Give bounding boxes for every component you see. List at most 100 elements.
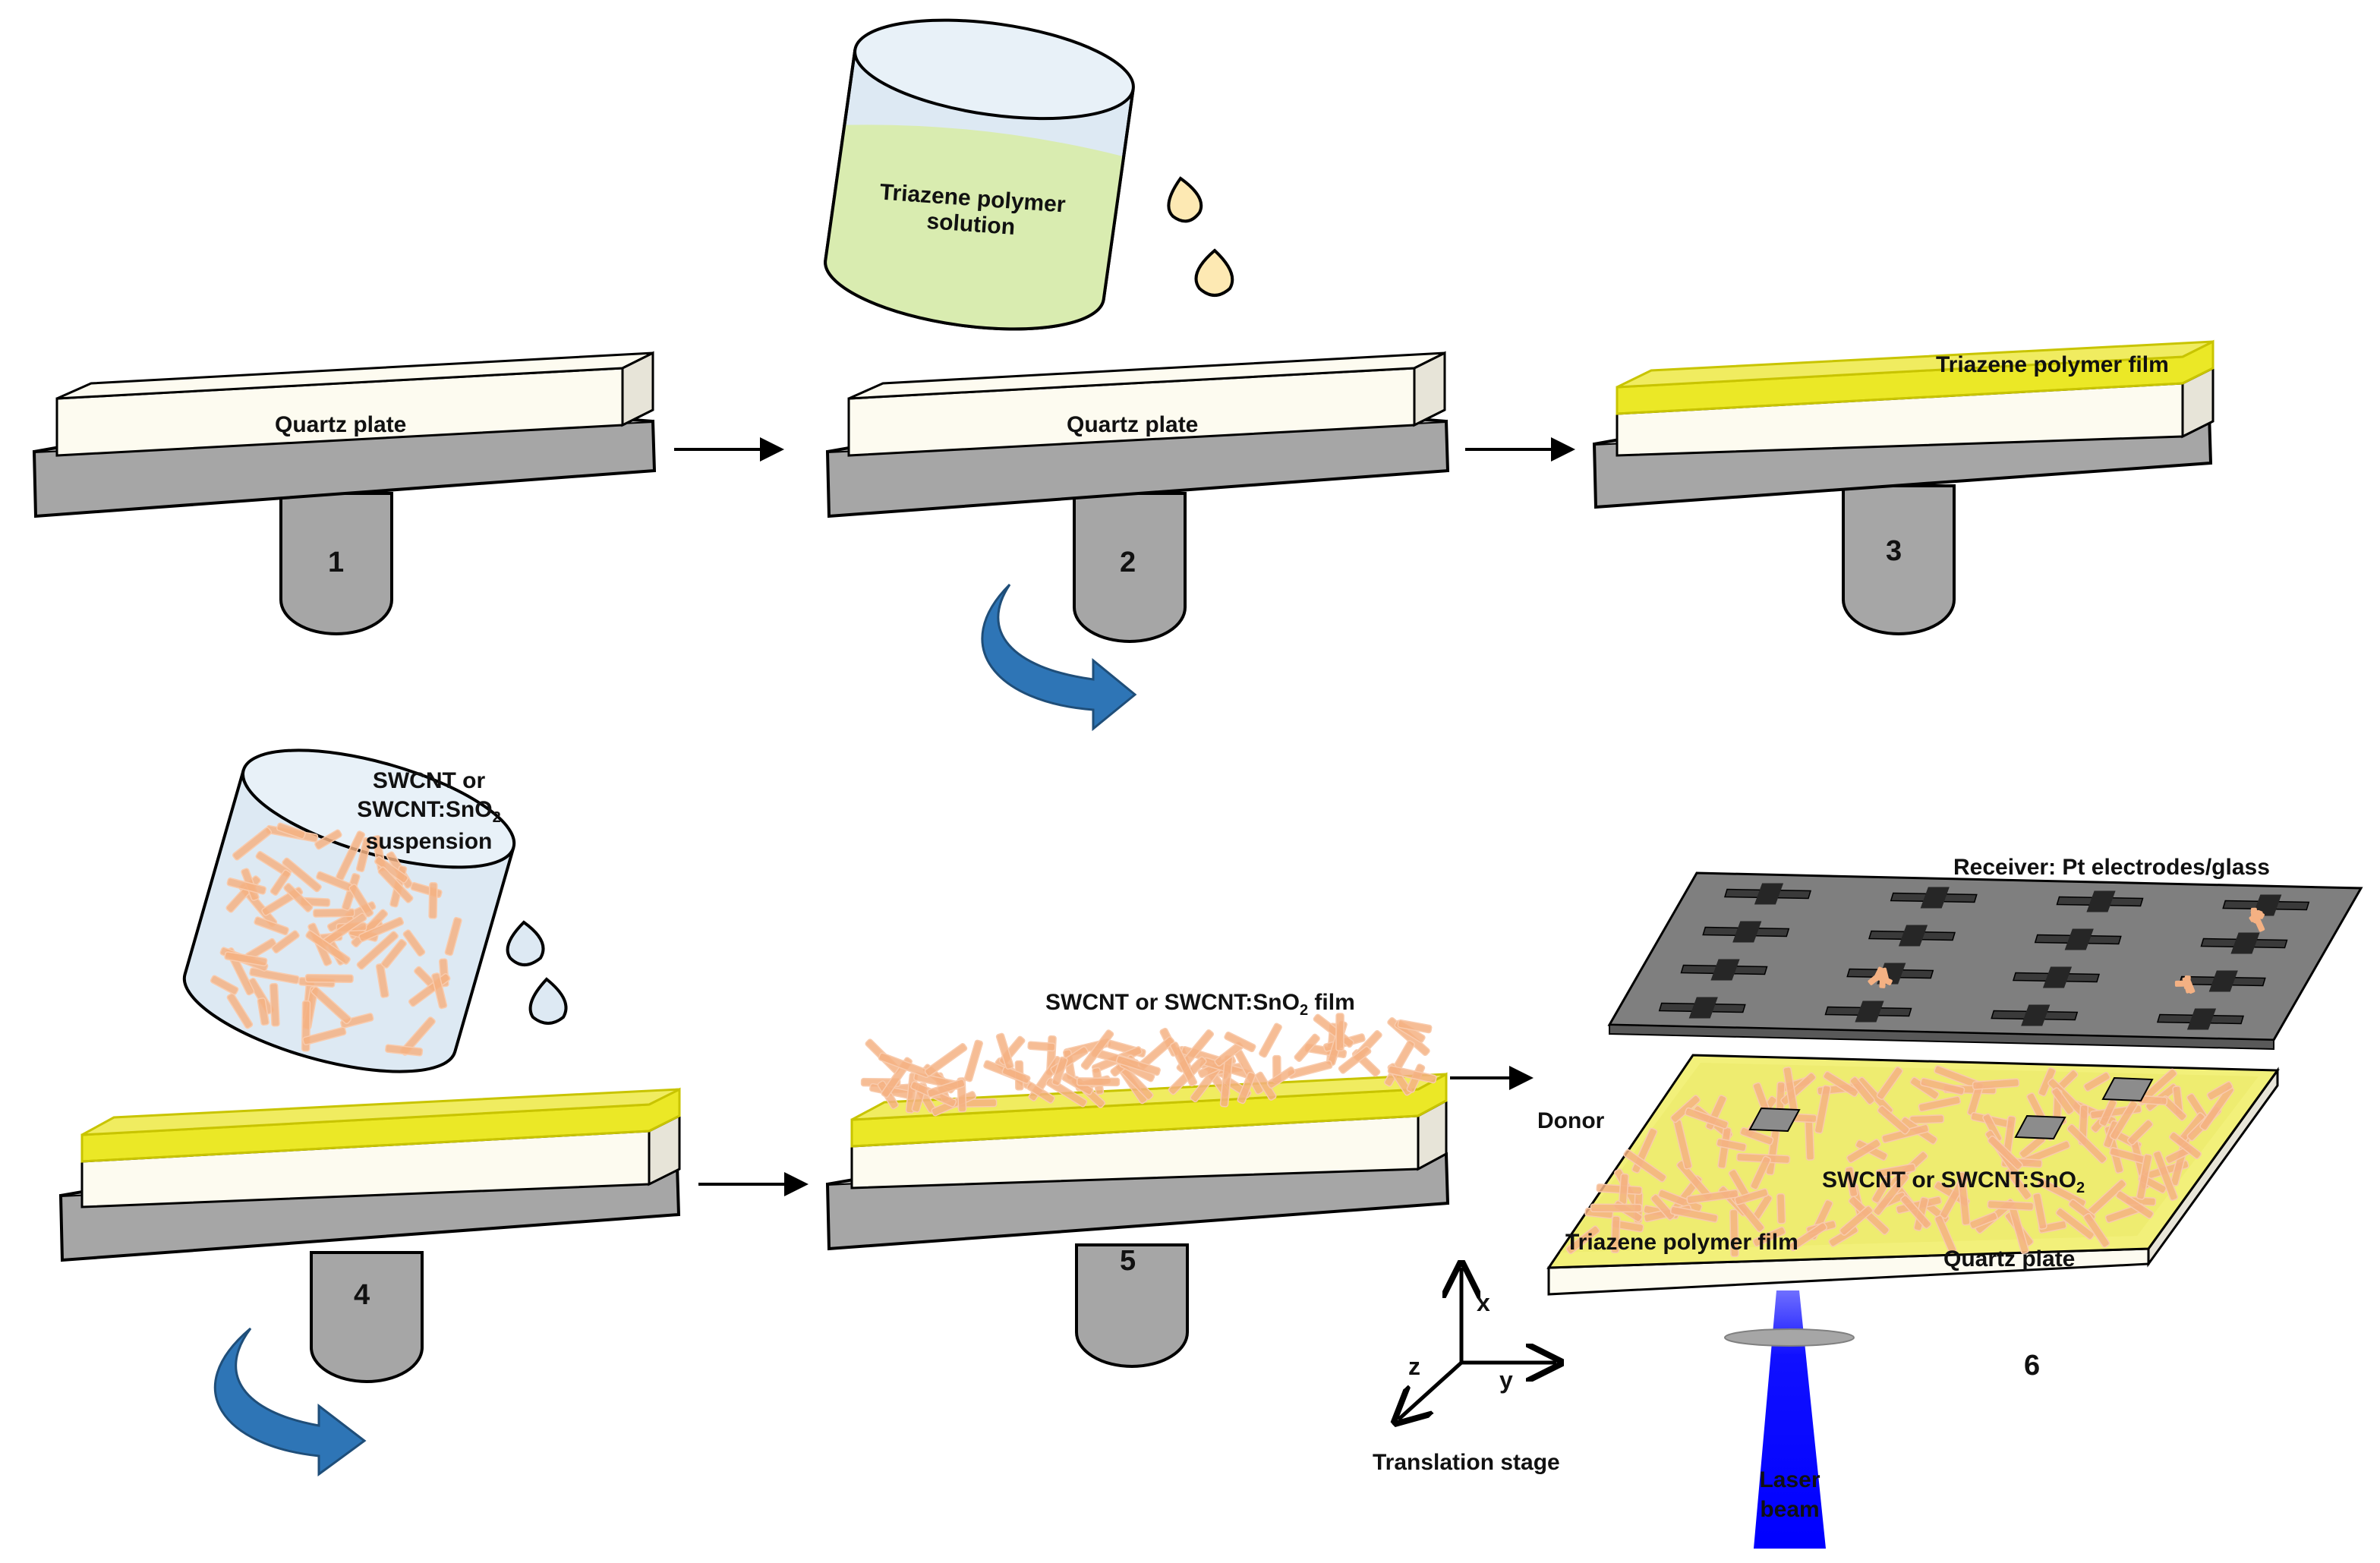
- nanotube: [1918, 1095, 1961, 1112]
- curved-rotation-arrow-icon: [214, 1327, 367, 1476]
- pt-electrode-array: [1658, 883, 2310, 1030]
- nanotube: [1237, 1071, 1256, 1104]
- nanotube: [282, 857, 322, 893]
- nanotube: [924, 1043, 968, 1077]
- nanotube: [1972, 1078, 2020, 1090]
- receiver-label: Receiver: Pt electrodes/glass: [1953, 855, 2270, 880]
- spinner-shaft: [1075, 1243, 1189, 1368]
- nanotube: [375, 963, 389, 998]
- nanotube: [1789, 1222, 1828, 1252]
- step-2-number: 2: [1120, 547, 1136, 578]
- nanotube: [380, 938, 407, 969]
- spinner-shaft: [1073, 492, 1187, 643]
- nanotube: [1294, 1033, 1320, 1062]
- laser-beam: [1754, 1290, 1826, 1549]
- electrode-pad: [1710, 959, 1740, 981]
- spinner-shaft: [1842, 484, 1956, 635]
- nanotube: [1739, 1127, 1774, 1145]
- nanotube: [1876, 1066, 1903, 1100]
- nanotube: [2066, 1123, 2107, 1164]
- electrode-pad: [2064, 928, 2094, 950]
- polymer-film-label: Triazene polymer film: [1565, 1230, 1798, 1255]
- step-5-number: 5: [1120, 1245, 1136, 1277]
- nanotube: [1266, 1066, 1296, 1089]
- quartz-plate-label: Quartz plate: [275, 412, 407, 437]
- nanotube: [1877, 1104, 1910, 1135]
- polymer-film-label: Triazene polymer film: [1936, 352, 2169, 377]
- nanotube: [2055, 1207, 2095, 1240]
- nanotube: [2051, 1087, 2075, 1115]
- droplet-icon: [528, 977, 568, 1025]
- nanotube: [210, 975, 239, 995]
- nanotube: [1610, 1215, 1621, 1254]
- nanotube: [1814, 1085, 1832, 1134]
- nanotube: [377, 866, 414, 903]
- nanotube: [2136, 1153, 2153, 1200]
- nanotube: [1873, 1172, 1909, 1216]
- nanotube: [276, 822, 306, 840]
- nanotube: [2083, 1071, 2110, 1092]
- process-arrows: [674, 437, 1575, 1196]
- nanotube: [431, 972, 448, 1010]
- nanotube: [1752, 1226, 1786, 1247]
- nanotube: [444, 916, 462, 956]
- receiver-glass: [1607, 871, 2363, 1041]
- nanotube-cluster: [210, 822, 462, 1057]
- nanotube: [1846, 1139, 1881, 1164]
- quartz-plate-label: Quartz plate: [1067, 412, 1199, 437]
- nanotube: [402, 929, 426, 957]
- nanotube: [305, 930, 351, 965]
- step-6-number: 6: [2024, 1350, 2041, 1382]
- step-4-spin-coating: [58, 748, 681, 1476]
- nanotube: [1871, 1175, 1892, 1204]
- electrode-pad: [1732, 921, 1762, 943]
- nanotube: [1875, 1163, 1916, 1178]
- nanotube: [2005, 1167, 2032, 1200]
- electrode-pad: [2208, 970, 2238, 992]
- nanotube: [1224, 1031, 1256, 1053]
- curved-rotation-arrow-icon: [981, 583, 1137, 732]
- nanotube: [1335, 1013, 1344, 1051]
- nanotube: [270, 869, 292, 896]
- step-3-coated-plate: [1592, 339, 2215, 635]
- nanotube: [1169, 1041, 1198, 1087]
- step-4-number: 4: [354, 1279, 370, 1311]
- droplet-icon: [1167, 176, 1203, 223]
- nanotube: [1729, 1208, 1739, 1258]
- nanotube: [2152, 1150, 2178, 1202]
- step-5-nanotube-film: [825, 1013, 1450, 1368]
- nanotube: [1259, 1023, 1282, 1058]
- nanotube: [385, 1044, 424, 1057]
- nanotube: [340, 1013, 374, 1029]
- nanotube-film-layer: [860, 1013, 1437, 1117]
- nanotube: [355, 837, 372, 872]
- nanotube: [1623, 1149, 1667, 1183]
- nanotube: [1909, 1114, 1945, 1125]
- nanotube: [226, 878, 266, 895]
- nanotube: [314, 829, 342, 850]
- nanotube: [1669, 1205, 1719, 1223]
- nanotube-suspension-beaker: [182, 748, 516, 1073]
- nanotube: [1956, 1171, 1971, 1226]
- step-1-number: 1: [328, 547, 345, 578]
- nanotube: [2168, 1131, 2202, 1160]
- nanotube: [1590, 1203, 1643, 1213]
- electrode-pad: [2021, 1004, 2051, 1026]
- transferred-pad: [2101, 1076, 2154, 1102]
- nanotube: [302, 1026, 347, 1045]
- step-1-spin-coater: [32, 351, 657, 635]
- laser-beam-label: Laser beam: [1759, 1467, 1820, 1522]
- nanotube: [1845, 1166, 1858, 1198]
- electrode-pad: [1688, 997, 1718, 1019]
- nanotube: [926, 1079, 966, 1098]
- quartz-plate-label: Quartz plate: [1943, 1246, 2076, 1272]
- nanotube: [1987, 1199, 2035, 1212]
- nanotube-film-label: SWCNT or SWCNT:SnO2 film: [1045, 990, 1355, 1019]
- nanotube: [1987, 1135, 2023, 1171]
- nanotube: [269, 982, 280, 1027]
- droplet-icon: [1194, 248, 1234, 297]
- droplet-icon: [506, 920, 545, 966]
- donor-label: Donor: [1537, 1108, 1605, 1133]
- nanotube: [1849, 1076, 1875, 1105]
